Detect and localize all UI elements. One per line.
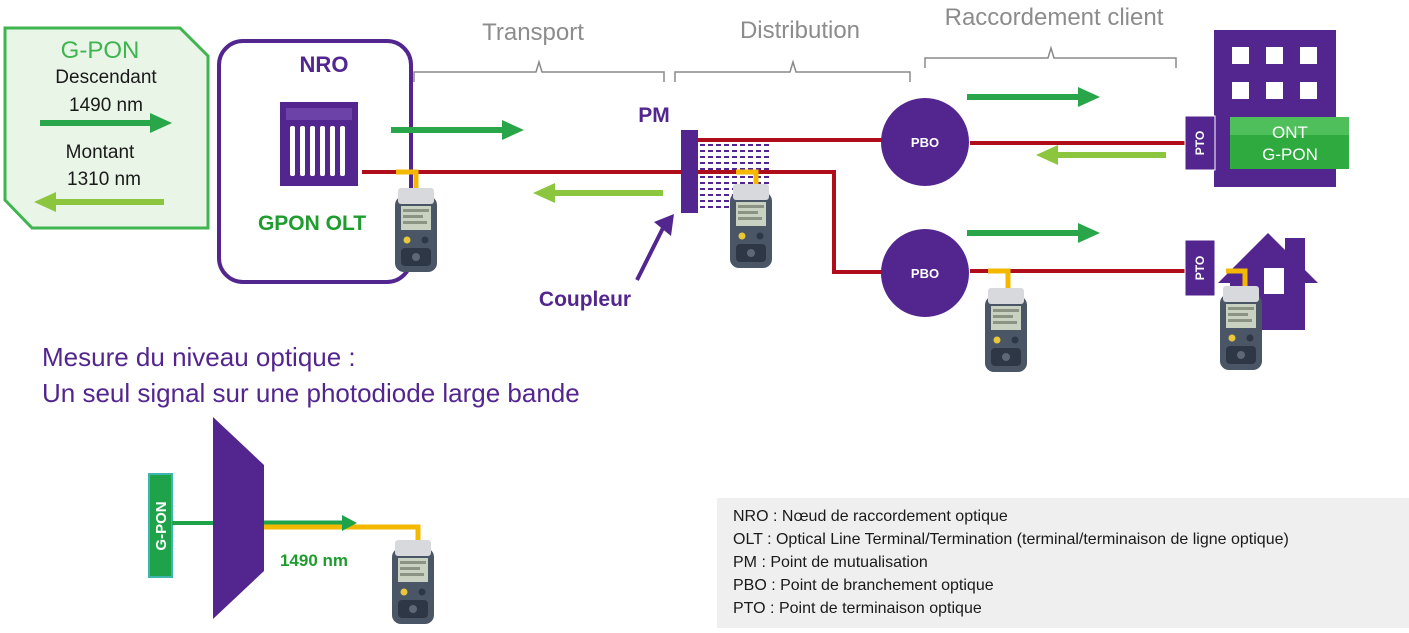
nro-title: NRO: [300, 52, 349, 77]
segment-distribution-label: Distribution: [740, 17, 860, 44]
olt-rack-icon: [280, 102, 358, 186]
downstream-wavelength: 1490 nm: [69, 95, 143, 116]
gpon-info-box: [3, 26, 210, 230]
pto-top-box: [1184, 115, 1216, 171]
pto-top-label: PTO: [1193, 131, 1207, 155]
segment-transport-label: Transport: [482, 19, 584, 46]
down-arrow-client-bottom-icon: [967, 223, 1100, 243]
gpon-source-label: G-PON: [153, 501, 170, 550]
transport-bracket: [413, 59, 665, 82]
upstream-arrow-icon: [34, 192, 164, 212]
ont-label-line2: G-PON: [1262, 145, 1318, 164]
legend-item-pm: PM : Point de mutualisation: [733, 554, 928, 571]
patch-cord-measure: [264, 524, 421, 544]
up-arrow-transport-icon: [533, 183, 663, 203]
legend-item-nro: NRO : Nœud de raccordement optique: [733, 508, 1008, 525]
gpon-title: G-PON: [61, 37, 140, 64]
down-arrow-transport-icon: [391, 120, 524, 140]
gpon-source-box: [148, 473, 173, 578]
pbo-top-label: PBO: [911, 135, 939, 150]
raccordement-bracket: [924, 45, 1177, 68]
optical-power-meter-icon: [730, 184, 772, 268]
acronym-legend: NRO : Nœud de raccordement optique OLT :…: [717, 498, 1409, 628]
up-arrow-client-top-icon: [1036, 145, 1166, 165]
downstream-label: Descendant: [55, 67, 157, 88]
coupler-label: Coupleur: [539, 288, 631, 311]
measure-wavelength-label: 1490 nm: [280, 551, 348, 570]
pbo-top-node: [881, 98, 969, 186]
optical-power-meter-icon: [1220, 286, 1262, 370]
coupler-pointer-arrow-icon: [635, 214, 674, 281]
pbo-bottom-label: PBO: [911, 266, 939, 281]
output-arrow-icon: [342, 515, 357, 531]
down-arrow-client-top-icon: [967, 87, 1100, 107]
patch-cord-pm: [736, 169, 759, 186]
distribution-bracket: [674, 59, 911, 82]
optical-power-meter-icon: [392, 540, 434, 624]
legend-item-pbo: PBO : Point de branchement optique: [733, 577, 994, 594]
upstream-label: Montant: [66, 142, 135, 163]
patch-cord-pto: [1226, 268, 1248, 290]
pto-bottom-box: [1184, 239, 1216, 297]
optical-power-meter-icon: [395, 188, 437, 272]
olt-label: GPON OLT: [258, 212, 366, 235]
measure-title-line2: Un seul signal sur une photodiode large …: [42, 378, 580, 408]
downstream-arrow-icon: [40, 113, 172, 133]
legend-item-pto: PTO : Point de terminaison optique: [733, 600, 982, 617]
upstream-wavelength: 1310 nm: [67, 169, 141, 190]
segment-raccordement-label: Raccordement client: [945, 4, 1164, 31]
pto-bottom-label: PTO: [1193, 256, 1207, 280]
wdm-filter-shape: [213, 417, 264, 619]
pm-coupler-block: [681, 130, 698, 213]
patch-cord-pbo: [988, 268, 1011, 290]
optical-power-meter-icon: [985, 288, 1027, 372]
ont-box-shade: [1230, 117, 1349, 135]
pbo-bottom-node: [881, 229, 969, 317]
legend-item-olt: OLT : Optical Line Terminal/Termination …: [733, 531, 1289, 548]
ont-label-line1: ONT: [1272, 123, 1308, 142]
measure-title-line1: Mesure du niveau optique :: [42, 342, 356, 372]
fiber-lines: [362, 138, 1230, 274]
pm-label: PM: [638, 104, 670, 127]
patch-cord-nro: [396, 169, 419, 190]
